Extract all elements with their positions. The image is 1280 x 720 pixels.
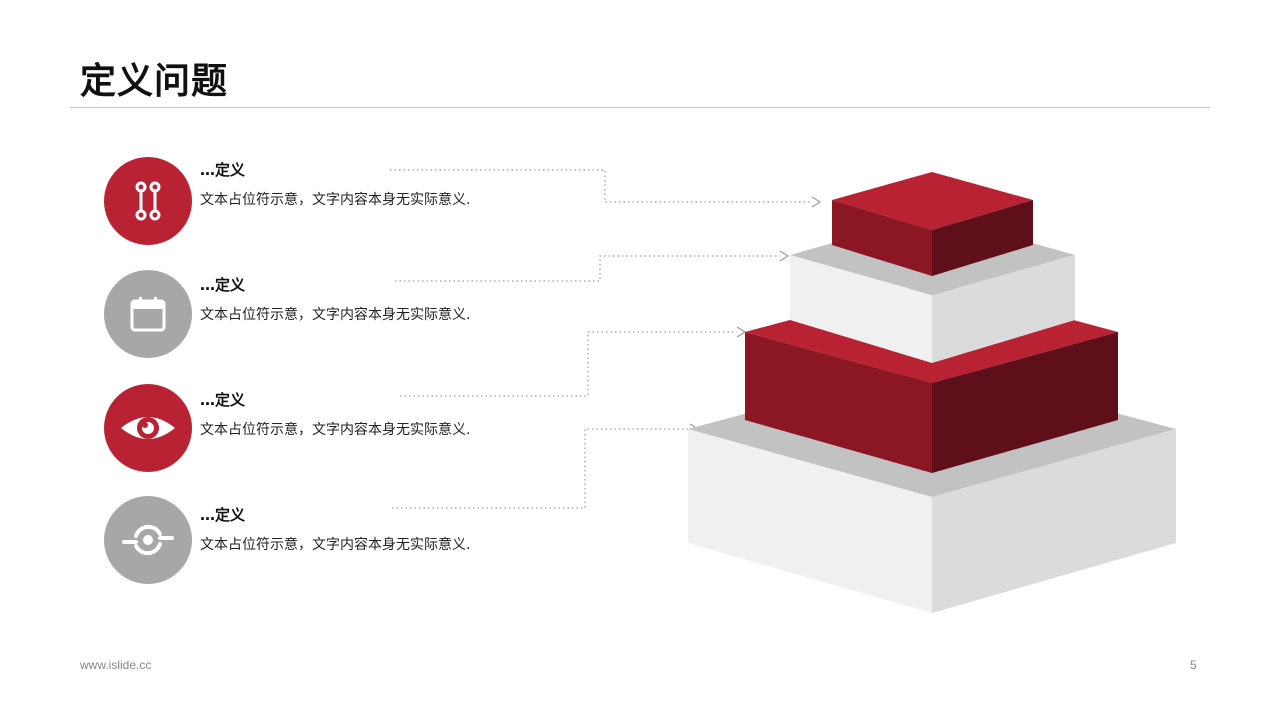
- item-4-title: …定义: [200, 506, 246, 524]
- item-1-icon-circle: [104, 157, 192, 245]
- item-3-icon-circle: [104, 384, 192, 472]
- connector-4: [392, 428, 690, 509]
- footer-url[interactable]: www.islide.cc: [80, 658, 152, 672]
- arrowhead-1: [811, 196, 822, 208]
- arrowhead-2: [779, 250, 790, 262]
- calendar-icon: [130, 297, 166, 332]
- pyramid-level-4: [832, 172, 1033, 276]
- title-divider: [70, 107, 1210, 108]
- item-3-title: …定义: [200, 391, 246, 409]
- item-2-desc: 文本占位符示意，文字内容本身无实际意义.: [200, 307, 471, 323]
- arrowhead-3: [736, 326, 747, 338]
- item-4-icon-circle: [104, 496, 192, 584]
- connector-2: [395, 255, 780, 282]
- item-1-desc: 文本占位符示意，文字内容本身无实际意义.: [200, 192, 471, 208]
- item-1-title: …定义: [200, 161, 246, 179]
- item-3-desc: 文本占位符示意，文字内容本身无实际意义.: [200, 422, 471, 438]
- page-title: 定义问题: [80, 61, 229, 102]
- eye-icon: [121, 417, 175, 439]
- page-number: 5: [1190, 658, 1197, 672]
- sync-icon: [122, 524, 174, 556]
- connector-3: [400, 331, 737, 397]
- path-icon: [135, 181, 161, 221]
- item-2-icon-circle: [104, 270, 192, 358]
- item-4-desc: 文本占位符示意，文字内容本身无实际意义.: [200, 537, 471, 553]
- item-2-title: …定义: [200, 276, 246, 294]
- connector-1: [390, 169, 812, 203]
